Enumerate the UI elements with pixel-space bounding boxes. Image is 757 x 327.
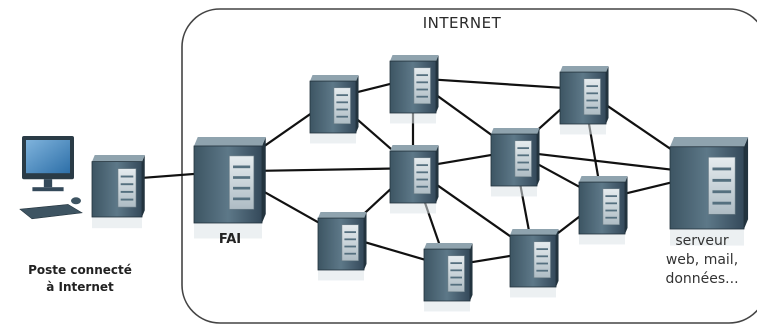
client_tower-server-icon <box>91 155 145 229</box>
dest-server-icon <box>669 137 749 246</box>
internet-label: INTERNET <box>422 14 502 32</box>
network-link <box>412 77 584 91</box>
network-nodes <box>19 55 749 312</box>
client-computer-icon <box>19 136 83 220</box>
client-label: Poste connecté à Internet <box>28 263 132 294</box>
router-server-icon <box>389 55 439 124</box>
router-server-icon <box>509 229 559 298</box>
router-server-icon <box>559 66 609 135</box>
router-server-icon <box>317 212 367 281</box>
router-server-icon <box>423 243 473 312</box>
router-server-icon <box>309 75 359 144</box>
router-server-icon <box>389 145 439 214</box>
fai-server-icon <box>193 137 266 239</box>
server-label: serveur web, mail, données... <box>665 233 739 287</box>
router-server-icon <box>490 128 540 197</box>
router-server-icon <box>578 176 628 245</box>
internet-cloud-boundary <box>181 8 757 324</box>
isp-label: FAI <box>218 232 242 247</box>
